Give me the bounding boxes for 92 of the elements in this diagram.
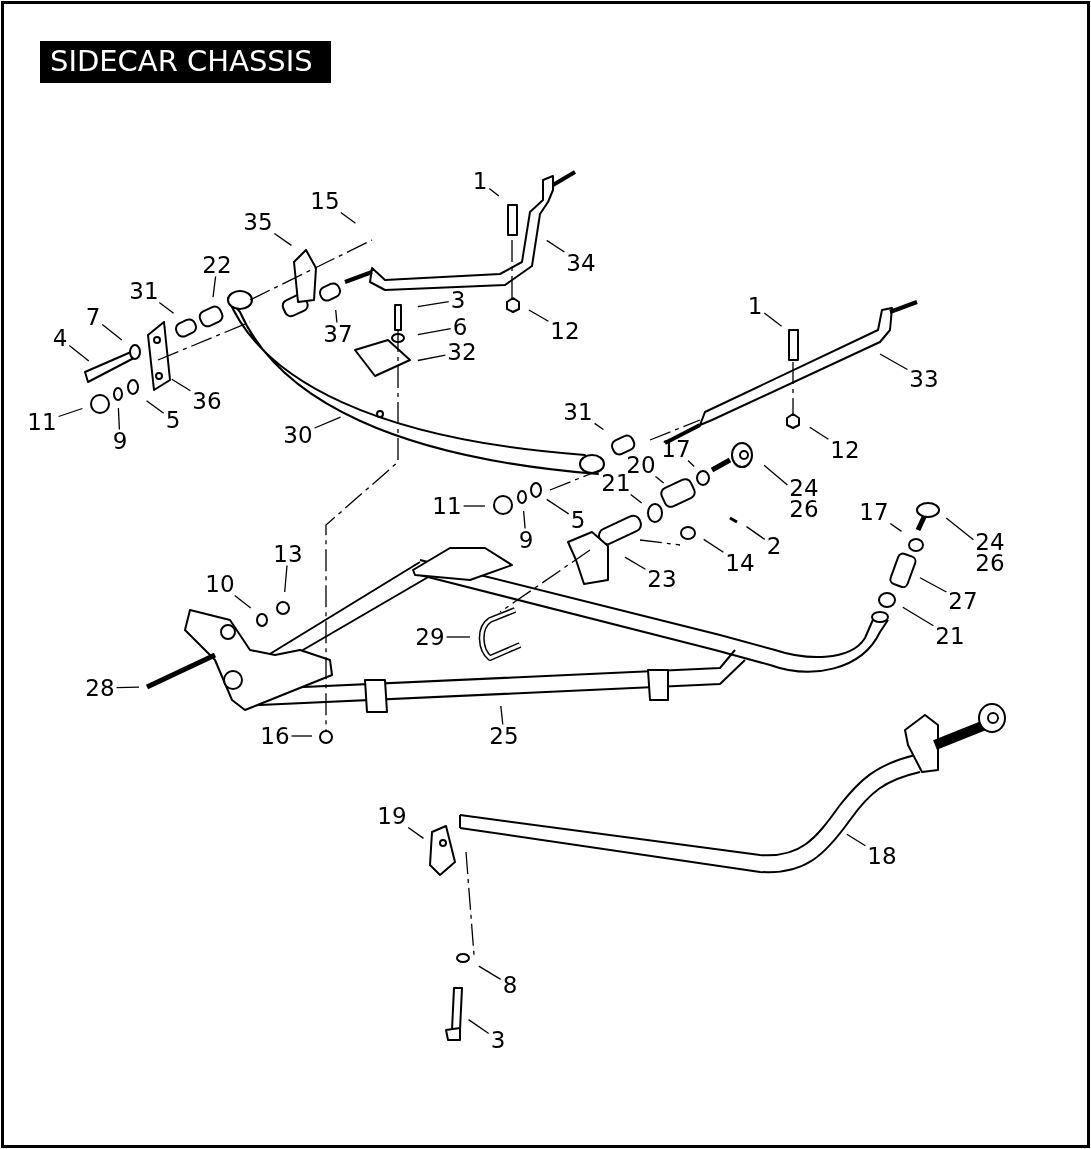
callout-number: 19 [377,805,407,827]
leader-line [654,475,665,484]
callout-number: 26 [789,499,819,520]
callout-number: 18 [867,845,897,867]
leader-line [488,187,500,197]
leader-line [546,239,566,253]
callout-number: 31 [129,280,159,302]
callout-number: 32 [447,341,477,363]
callout-number: 37 [323,323,353,345]
callout-number: 2 [766,535,782,557]
leader-line [115,686,140,689]
leader-line [500,705,504,726]
callout-number: 16 [260,725,290,747]
leader-line [171,378,192,392]
callout-number: 5 [165,409,181,431]
callout-number: 6 [452,316,468,338]
leader-line [335,309,338,324]
callout-number: 34 [566,252,596,274]
callout-number: 30 [283,424,313,446]
leader-line [809,426,830,440]
callout-number: 24 [789,478,819,499]
leader-line [273,232,293,247]
leader-line [745,525,766,541]
leader-line [340,211,357,224]
leader-line [117,407,121,431]
leader-line [234,594,252,609]
leader-line [417,300,450,308]
leader-line [417,354,447,362]
callout-number: 21 [935,625,965,647]
callout-number: 25 [489,725,519,747]
callout-number: 9 [112,430,128,452]
leader-line [522,510,526,530]
leader-line [445,636,471,638]
leader-line [417,328,452,336]
leader-line [158,301,175,314]
leader-line [313,416,342,429]
callout-number: 36 [192,390,222,412]
leader-line [703,538,725,553]
callout-number: 10 [205,573,235,595]
leader-line [630,493,643,504]
callout-number: 11 [432,495,462,517]
leader-line [407,826,425,840]
leader-line [846,833,867,847]
callout-number: 28 [85,677,115,699]
callout-number: 12 [550,320,580,342]
callout-number: 22 [202,254,232,276]
leader-line [57,407,84,418]
callout-number: 29 [415,626,445,648]
leader-line [687,459,695,468]
leader-line [889,522,903,533]
leader-line [763,464,789,486]
leader-line [546,498,570,515]
leader-line [919,577,948,593]
leader-line [593,422,605,431]
callout-number: 35 [243,211,273,233]
callout-number: 12 [830,439,860,461]
leader-line [290,735,313,737]
leader-line [945,517,975,541]
callout-number: 33 [909,368,939,390]
callout-number: 9 [518,529,534,551]
callout-number: 17 [859,501,889,523]
callout-number: 13 [273,543,303,565]
callout-number: 15 [310,190,340,212]
callout-number: 5 [570,509,586,531]
leader-line [462,505,486,507]
callout-number: 3 [450,289,466,311]
callout-number: 4 [52,327,68,349]
leader-line [145,400,165,414]
leader-line [624,556,647,570]
diagram-title: SIDECAR CHASSIS [40,41,331,83]
leader-line [284,564,288,593]
callout-number: 24 [975,532,1005,553]
callout-number: 1 [747,295,763,317]
callout-number: 14 [725,552,755,574]
callout-number: 11 [27,411,57,433]
leader-line [101,323,123,341]
leader-line [68,344,90,362]
callout-number: 27 [948,590,978,612]
callout-number: 26 [975,553,1005,574]
leader-line [478,965,502,981]
callout-number: 3 [490,1029,506,1051]
callout-number: 31 [563,401,593,423]
leader-line [763,312,783,327]
leader-line [467,1018,490,1035]
callout-number: 7 [85,306,101,328]
leader-line [879,353,909,371]
callout-number: 23 [647,568,677,590]
callout-number: 8 [502,974,518,996]
leader-line [528,309,550,322]
leader-line [902,606,935,627]
callout-number: 1 [472,170,488,192]
leader-line [212,275,217,298]
